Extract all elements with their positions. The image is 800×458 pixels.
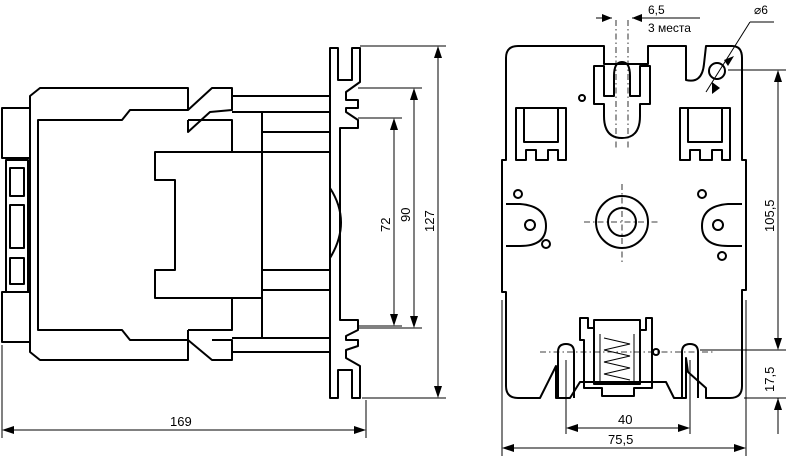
mount-bars bbox=[232, 95, 330, 353]
dim-note-3-places: 3 места bbox=[648, 21, 691, 35]
window-right bbox=[679, 107, 731, 161]
dim-75-5: 75,5 bbox=[608, 432, 633, 447]
dim-127: 127 bbox=[422, 210, 437, 232]
latch-guides bbox=[599, 334, 635, 384]
base-plate-outline bbox=[501, 45, 747, 399]
screw-4 bbox=[717, 251, 727, 261]
dim-105-5: 105,5 bbox=[762, 199, 777, 232]
right-lobe bbox=[701, 203, 742, 247]
left-terminal-top bbox=[1, 107, 31, 159]
left-terminal-bottom bbox=[1, 291, 31, 343]
spring-latch bbox=[579, 317, 653, 397]
screw-3 bbox=[697, 189, 707, 199]
dim-169: 169 bbox=[170, 414, 192, 429]
side-view bbox=[1, 47, 361, 399]
dim-40: 40 bbox=[618, 412, 632, 427]
rear-block bbox=[232, 111, 263, 339]
front-view bbox=[501, 20, 747, 399]
left-lobe-hole bbox=[524, 219, 536, 231]
dim-90: 90 bbox=[398, 208, 413, 222]
dim-72: 72 bbox=[378, 218, 393, 232]
din-rail-clip bbox=[5, 159, 29, 293]
mount-slot-right bbox=[681, 343, 699, 398]
front-view-dimensions: 6,5 3 места ⌀6 105,5 17,5 40 75,5 bbox=[501, 3, 786, 456]
contactor-core bbox=[37, 87, 233, 361]
latch-spring-coil bbox=[603, 337, 631, 381]
screw-2 bbox=[541, 239, 551, 249]
mount-hole-top bbox=[708, 62, 726, 80]
screw-1 bbox=[513, 189, 523, 199]
window-left bbox=[515, 107, 567, 161]
top-slot bbox=[593, 61, 651, 139]
coil-block bbox=[154, 119, 233, 331]
contactor-body bbox=[29, 87, 189, 361]
left-lobe bbox=[506, 203, 547, 247]
right-lobe-hole bbox=[712, 219, 724, 231]
mount-slot-left bbox=[557, 343, 575, 398]
side-view-dimensions: 169 127 90 72 bbox=[1, 45, 446, 438]
dim-diameter-6: ⌀6 bbox=[754, 3, 768, 17]
dim-6-5: 6,5 bbox=[648, 3, 665, 17]
dim-17-5: 17,5 bbox=[762, 367, 777, 392]
screw-5 bbox=[578, 94, 586, 102]
mounting-plate bbox=[329, 47, 361, 399]
